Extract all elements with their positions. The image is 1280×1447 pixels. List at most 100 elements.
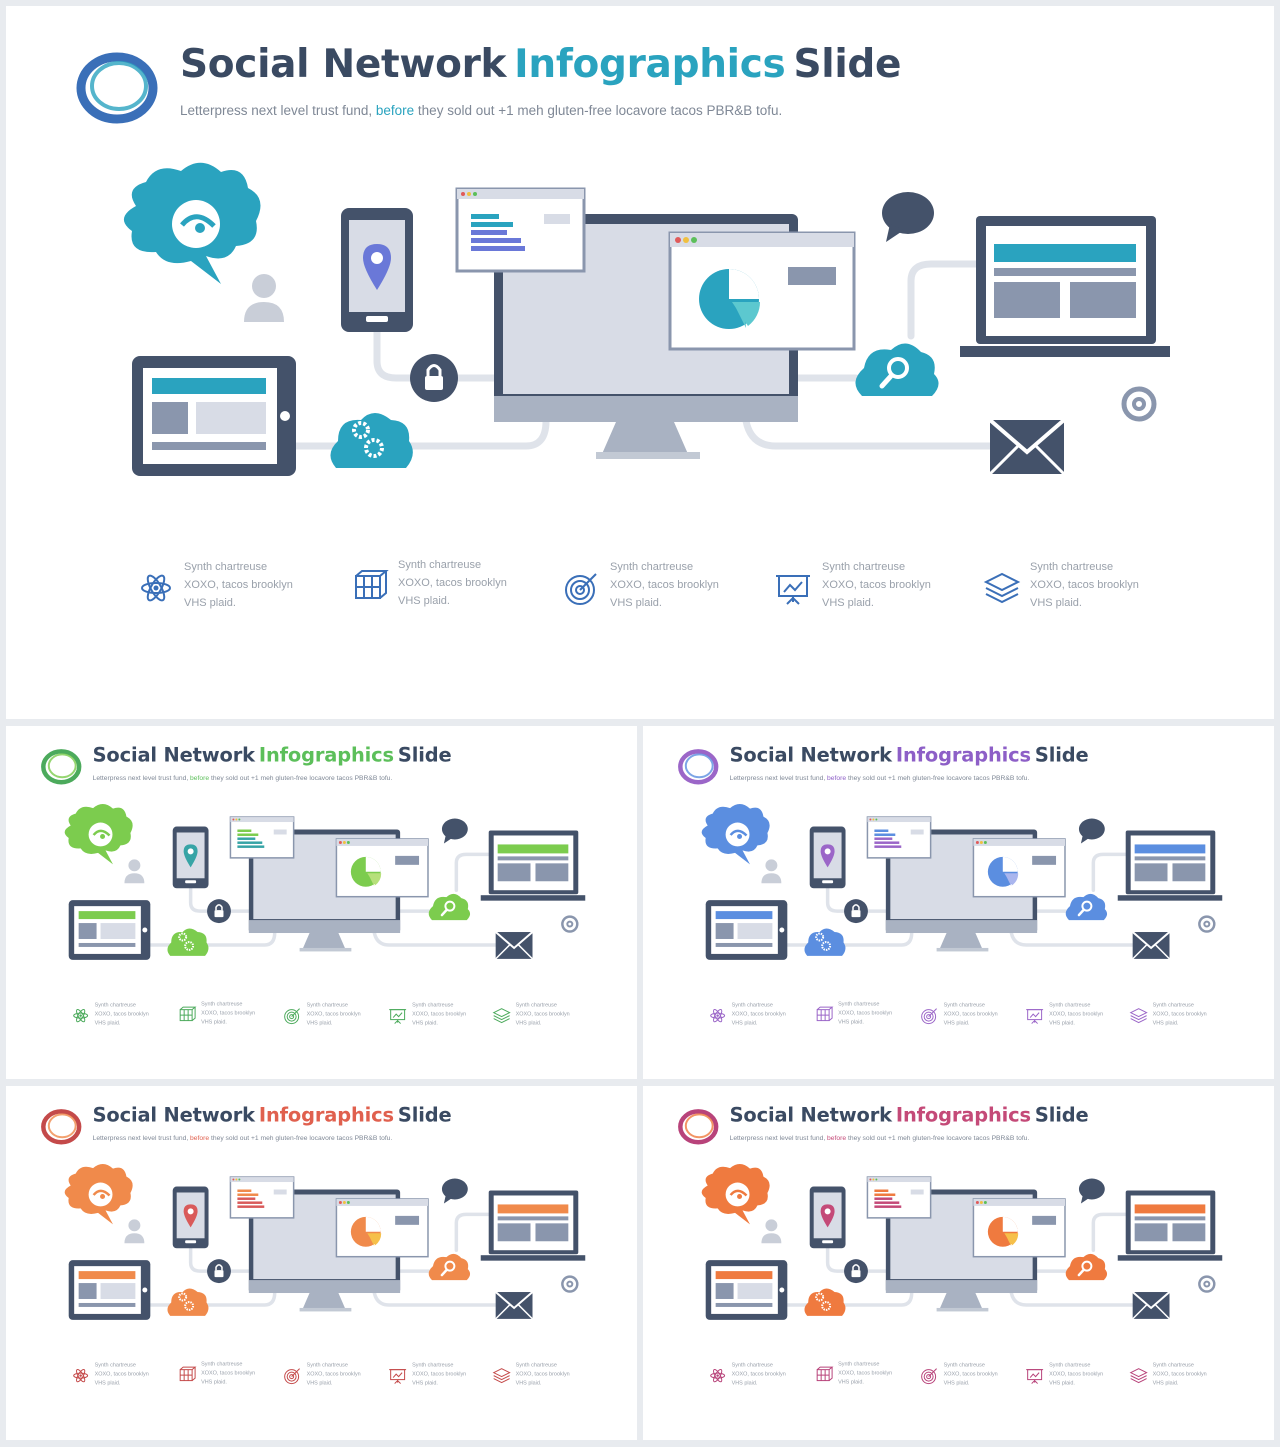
envelope-icon <box>1132 1291 1171 1320</box>
feature-line-3: VHS plaid. <box>306 1380 333 1387</box>
feature-line-3: VHS plaid. <box>1030 597 1082 609</box>
target-icon <box>921 1368 937 1385</box>
speech-bubble-icon <box>1078 1178 1105 1204</box>
feature-line-1: Synth chartreuse <box>943 1002 985 1009</box>
tablet-icon <box>705 1260 788 1320</box>
feature-item: Synth chartreuse XOXO, tacos brooklyn VH… <box>388 1001 488 1033</box>
bar-chart-window <box>229 816 295 859</box>
atom-icon <box>73 1368 89 1383</box>
bar-chart-window <box>455 187 586 273</box>
title-part-3: Slide <box>397 1103 452 1127</box>
user-icon <box>761 859 782 884</box>
pie-chart-window <box>335 1198 429 1258</box>
subtitle-link: before <box>190 774 210 782</box>
feature-list: Synth chartreuse XOXO, tacos brooklyn VH… <box>708 1001 1226 1036</box>
atom-icon <box>710 1368 726 1383</box>
feature-line-3: VHS plaid. <box>94 1380 121 1387</box>
cloud-settings-icon <box>804 928 846 956</box>
feature-line-1: Synth chartreuse <box>838 1001 880 1008</box>
smartphone-icon <box>341 208 413 332</box>
title-part-3: Slide <box>793 42 902 87</box>
feature-line-1: Synth chartreuse <box>412 1362 454 1369</box>
feature-line-2: XOXO, tacos brooklyn <box>398 577 507 589</box>
feature-list: Synth chartreuse XOXO, tacos brooklyn VH… <box>71 1361 589 1396</box>
feature-line-1: Synth chartreuse <box>731 1002 773 1009</box>
page-subtitle: Letterpress next level trust fund, befor… <box>180 103 782 118</box>
subtitle-text-after: they sold out +1 meh gluten-free locavor… <box>210 1134 393 1142</box>
feature-item: Synth chartreuse XOXO, tacos brooklyn VH… <box>982 558 1182 622</box>
at-sign-icon <box>561 1275 579 1293</box>
network-illustration <box>64 804 586 960</box>
atom-icon <box>73 1008 89 1023</box>
lock-icon <box>207 899 231 924</box>
feature-line-3: VHS plaid. <box>943 1380 970 1387</box>
feature-line-3: VHS plaid. <box>838 1019 864 1026</box>
feature-line-1: Synth chartreuse <box>731 1362 773 1369</box>
target-icon <box>565 573 597 605</box>
feature-item: Synth chartreuse XOXO, tacos brooklyn VH… <box>814 1000 914 1032</box>
laptop-icon <box>960 216 1170 357</box>
feature-line-3: VHS plaid. <box>412 1020 438 1027</box>
cloud-bubble-eye-icon <box>701 1164 770 1225</box>
subtitle-link: before <box>190 1134 210 1142</box>
feature-line-1: Synth chartreuse <box>398 559 482 571</box>
feature-item: Synth chartreuse XOXO, tacos brooklyn VH… <box>1025 1001 1125 1033</box>
feature-line-2: XOXO, tacos brooklyn <box>306 1011 361 1018</box>
feature-line-1: Synth chartreuse <box>1049 1362 1091 1369</box>
user-icon <box>124 1219 145 1244</box>
ring-logo-icon <box>41 749 82 785</box>
feature-line-3: VHS plaid. <box>731 1020 758 1027</box>
feature-line-3: VHS plaid. <box>1152 1020 1179 1027</box>
title-part-1: Social Network <box>92 743 255 767</box>
feature-item: Synth chartreuse XOXO, tacos brooklyn VH… <box>350 556 550 620</box>
feature-item: Synth chartreuse XOXO, tacos brooklyn VH… <box>177 1360 277 1392</box>
laptop-icon <box>1117 830 1223 901</box>
feature-line-2: XOXO, tacos brooklyn <box>822 579 931 591</box>
feature-list: Synth chartreuse XOXO, tacos brooklyn VH… <box>708 1361 1226 1396</box>
cloud-settings-icon <box>167 1288 209 1316</box>
feature-line-3: VHS plaid. <box>398 595 450 607</box>
lock-icon <box>410 354 458 402</box>
lock-icon <box>844 899 868 924</box>
title-part-3: Slide <box>397 743 452 767</box>
smartphone-icon <box>172 826 209 889</box>
ring-logo-icon <box>678 749 719 785</box>
feature-line-1: Synth chartreuse <box>1152 1002 1194 1009</box>
feature-line-1: Synth chartreuse <box>412 1002 454 1009</box>
bar-chart-window <box>229 1176 295 1219</box>
subtitle-text-before: Letterpress next level trust fund, <box>92 1134 189 1142</box>
feature-line-2: XOXO, tacos brooklyn <box>1030 579 1139 591</box>
presentation-board-icon <box>389 1009 407 1024</box>
feature-item: Synth chartreuse XOXO, tacos brooklyn VH… <box>920 1361 1020 1393</box>
feature-line-3: VHS plaid. <box>1049 1020 1075 1027</box>
title-part-1: Social Network <box>729 743 892 767</box>
cloud-settings-icon <box>167 928 209 956</box>
feature-line-2: XOXO, tacos brooklyn <box>943 1371 998 1378</box>
cloud-bubble-eye-icon <box>701 804 770 865</box>
lock-icon <box>844 1259 868 1284</box>
feature-line-2: XOXO, tacos brooklyn <box>1049 1011 1104 1018</box>
feature-line-2: XOXO, tacos brooklyn <box>412 1371 467 1378</box>
speech-bubble-icon <box>441 818 468 844</box>
layers-icon <box>492 1368 511 1384</box>
title-accent: Infographics <box>258 1103 394 1127</box>
target-icon <box>284 1368 300 1385</box>
subtitle-text-after: they sold out +1 meh gluten-free locavor… <box>847 1134 1030 1142</box>
user-icon <box>761 1219 782 1244</box>
envelope-icon <box>495 1291 534 1320</box>
title-accent: Infographics <box>258 743 394 767</box>
cloud-settings-icon <box>804 1288 846 1316</box>
subtitle-link: before <box>375 103 415 118</box>
feature-item: Synth chartreuse XOXO, tacos brooklyn VH… <box>1129 1361 1229 1393</box>
feature-line-1: Synth chartreuse <box>515 1362 557 1369</box>
title-part-1: Social Network <box>180 42 507 87</box>
tablet-icon <box>705 900 788 960</box>
